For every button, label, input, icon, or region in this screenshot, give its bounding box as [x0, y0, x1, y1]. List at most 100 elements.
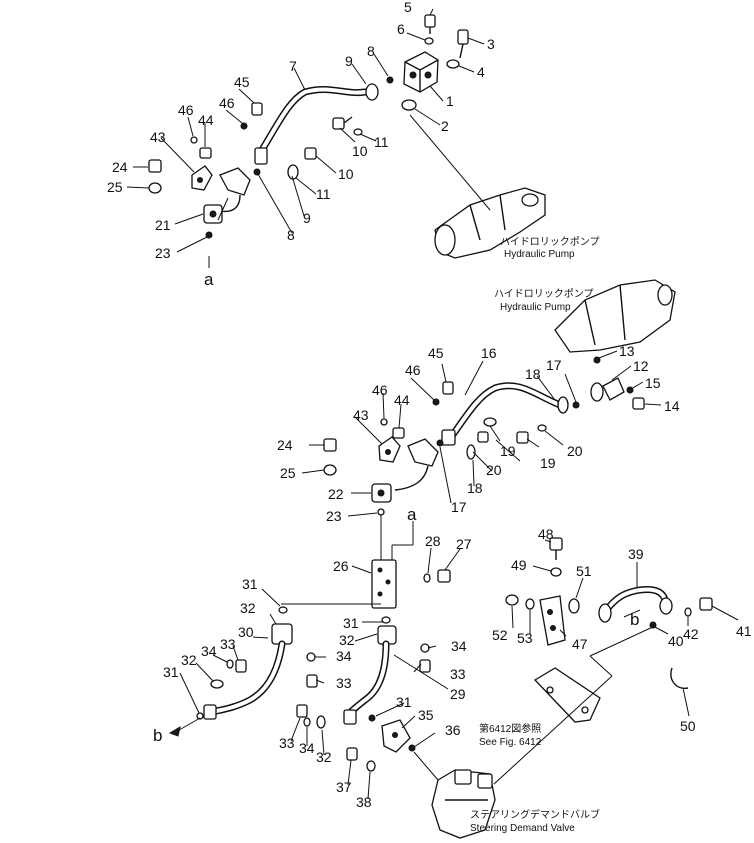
caption-see-fig-en: See Fig. 6412 [479, 737, 542, 748]
oring-part-2 [401, 99, 417, 111]
caption-steering-valve-jp: ステアリングデマンドバルブ [470, 808, 600, 821]
bracket-part-47 [539, 595, 566, 646]
bolt-part-19-lower [516, 431, 529, 444]
washer-part-46-mid [432, 398, 440, 406]
callout: 45 [234, 74, 250, 90]
callout: 7 [289, 58, 297, 74]
oring-part-31-upper [278, 606, 288, 614]
clamp-part-50 [670, 667, 689, 689]
flange-part-21 [203, 204, 223, 224]
bolt-part-37 [346, 747, 358, 761]
callout: 22 [328, 486, 344, 502]
callout: 2 [441, 118, 449, 134]
washer-part-34-mid-b [420, 643, 430, 653]
callout: 19 [540, 455, 556, 471]
callout: 8 [367, 43, 375, 59]
callout: 43 [150, 129, 166, 145]
washer-part-25-top [148, 182, 162, 194]
bolt-part-33-mid-a [306, 674, 318, 688]
callout: 21 [155, 217, 171, 233]
oring-part-23-mid [377, 508, 385, 516]
connection-b-right: b [630, 610, 639, 629]
callout: 1 [446, 93, 454, 109]
callout: 46 [219, 95, 235, 111]
callout: 28 [425, 533, 441, 549]
oring-part-17-mid [572, 401, 580, 409]
callout: 16 [481, 345, 497, 361]
hose-part-30 [203, 623, 293, 720]
callout: 45 [428, 345, 444, 361]
callout: 37 [336, 779, 352, 795]
callout: 3 [487, 36, 495, 52]
bolt-part-10-top [332, 116, 353, 130]
callout: 6 [397, 21, 405, 37]
washer-part-46-mid-b [380, 418, 388, 426]
callout: 31 [163, 664, 179, 680]
caption-hydraulic-pump-top-en: Hydraulic Pump [504, 249, 575, 260]
block-part-1 [403, 51, 439, 93]
clamp-part-20-left [466, 444, 476, 460]
callout: 52 [492, 627, 508, 643]
caption-hydraulic-pump-mid-en: Hydraulic Pump [500, 302, 571, 313]
callout: 8 [287, 227, 295, 243]
oring-part-31-right [381, 616, 391, 624]
callout: 31 [242, 576, 258, 592]
callout: 11 [316, 186, 331, 202]
callout: 13 [619, 343, 635, 359]
callout: 34 [201, 643, 217, 659]
oring-part-8-low [253, 168, 261, 176]
bolt-part-27 [437, 569, 451, 583]
caption-hydraulic-pump-top-jp: ハイドロリックポンプ [500, 236, 600, 248]
callout: 40 [668, 633, 684, 649]
flange-part-35 [381, 719, 411, 753]
callout: 47 [572, 636, 588, 652]
caption-see-fig-jp: 第6412図参照 [479, 722, 541, 735]
tube-part-16 [441, 382, 569, 446]
callout: 31 [343, 615, 359, 631]
washer-part-34-low [303, 717, 311, 727]
callout: 33 [450, 666, 466, 682]
washer-part-46-top [240, 122, 248, 130]
oring-part-6 [424, 37, 434, 45]
connection-a-mid: a [407, 505, 417, 524]
bolt-part-45-top [251, 102, 263, 116]
flange-part-22 [371, 483, 392, 503]
bolt-part-19-upper [477, 431, 489, 443]
callout: 51 [576, 563, 592, 579]
callout: 23 [155, 245, 171, 261]
callout: 15 [645, 375, 661, 391]
callout: 18 [525, 366, 541, 382]
washer-part-4 [446, 59, 460, 69]
bolt-part-10-mid [304, 147, 317, 160]
callout: 17 [451, 499, 467, 515]
nut-part-52 [505, 594, 519, 606]
callout: 23 [326, 508, 342, 524]
callout: 43 [353, 407, 369, 423]
washer-part-53 [525, 598, 535, 610]
oring-part-17-low [436, 439, 444, 447]
callout: 46 [178, 102, 194, 118]
callout: 33 [279, 735, 295, 751]
oring-part-23-top [205, 231, 213, 239]
washer-part-28 [423, 573, 431, 583]
callout: 29 [450, 686, 466, 702]
tube-part-7 [254, 83, 379, 165]
oring-part-36 [408, 744, 416, 752]
flange-pipe-top [214, 167, 251, 213]
bolt-part-33-left [235, 659, 247, 673]
bolt-part-48 [549, 537, 563, 560]
oring-part-13 [593, 356, 601, 364]
callout: 24 [112, 159, 128, 175]
callout: 32 [181, 652, 197, 668]
callout: 46 [372, 382, 388, 398]
callout: 48 [538, 526, 554, 542]
callout: 44 [394, 392, 410, 408]
washer-part-46-top-b [190, 136, 198, 144]
bolt-part-44-top [199, 147, 212, 159]
callout: 4 [477, 64, 485, 80]
connection-a-top: a [204, 270, 214, 289]
callout: 11 [374, 134, 389, 150]
bolt-part-24-top [148, 159, 162, 173]
callout: 27 [456, 536, 472, 552]
mount-bracket-fig-6412 [533, 667, 601, 723]
